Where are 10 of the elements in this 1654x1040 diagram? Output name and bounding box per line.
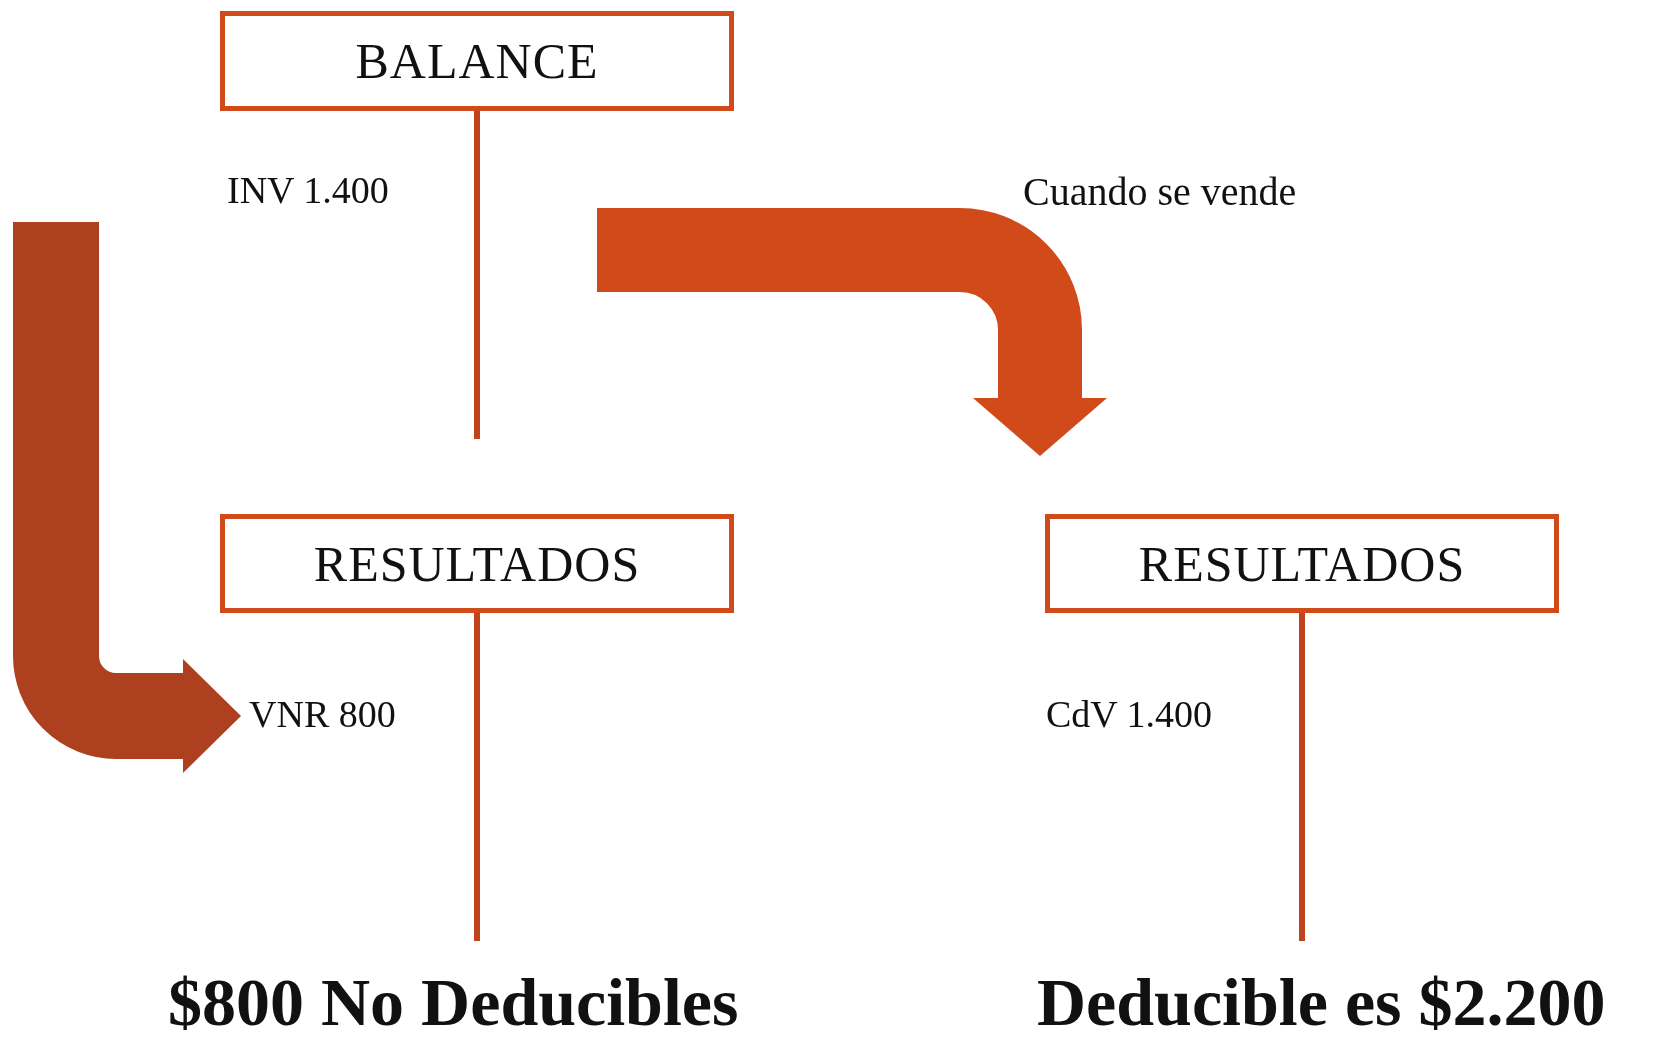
summary-note: Deducible es $2.200 [1037,968,1606,1036]
account-title-box: BALANCE [220,11,734,111]
account-title-box: RESULTADOS [1045,514,1559,613]
account-title-box: RESULTADOS [220,514,734,613]
block-arrow [13,222,241,773]
account-entry-text: CdV 1.400 [1046,692,1213,736]
summary-note: $800 No Deducibles [168,968,739,1036]
block-arrow [597,208,1107,456]
account-entry-text: VNR 800 [249,692,396,736]
account-entry-text: INV 1.400 [227,168,389,212]
